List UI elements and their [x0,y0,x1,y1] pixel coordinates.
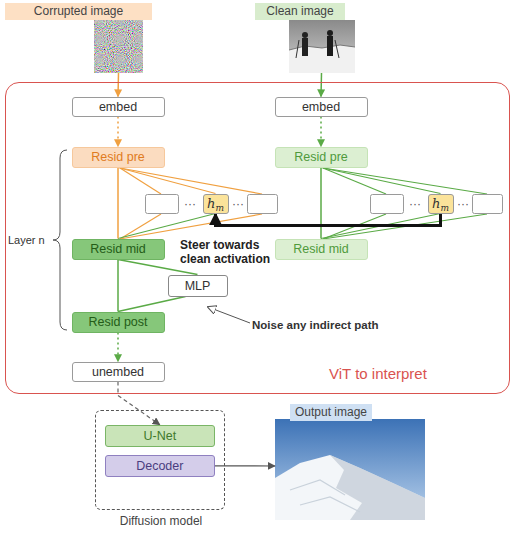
residual-box: Resid mid [72,239,165,260]
connector [118,382,160,425]
box-label: embed [99,100,137,114]
box-label: Resid pre [91,150,145,164]
connector [117,333,119,362]
noise-image [94,20,143,73]
connector [118,168,216,194]
layer-box: unembed [72,362,165,382]
connector [117,73,119,97]
attention-head: hm [203,194,229,214]
connector [117,168,119,239]
residual-box: Resid post [72,312,165,333]
box-label: MLP [185,279,211,293]
box-label: Resid pre [294,150,348,164]
box-label: Resid mid [90,242,146,256]
connector [321,168,441,194]
head-symbol: h [207,197,215,211]
residual-box: Resid pre [72,147,165,168]
module-box: Decoder [105,455,215,477]
image-panel: Output image [275,404,425,520]
clean-photo [289,20,355,73]
connector [320,73,322,97]
image-panel: Corrupted image [5,3,152,73]
residual-box: Resid pre [275,147,368,168]
box-label: embed [302,100,340,114]
residual-box: Resid mid [275,239,368,260]
module-box: U-Net [105,425,215,447]
connector [117,260,119,312]
head-index: m [440,201,449,215]
connector [320,168,322,239]
box-label: Decoder [136,459,183,473]
head-index: m [215,201,224,215]
ellipsis: ··· [230,197,246,211]
layer-box: embed [72,97,165,117]
mlp-box: MLP [168,275,228,297]
ellipsis: ··· [180,197,200,211]
attention-head: hm [428,194,454,214]
ellipsis: ··· [405,197,425,211]
model-frame: Diffusion modelU-NetDecoder [95,410,225,510]
annotation-arrow [208,307,250,323]
box-label: Resid mid [293,242,349,256]
head-boxes [146,195,503,214]
connector [117,117,119,147]
image-caption: Clean image [255,3,345,20]
connector [215,465,275,466]
connector [320,117,322,147]
frame-title: ViT to interpret [329,365,427,382]
connector [216,214,441,226]
box-label: Resid post [88,315,147,329]
frame-title: Diffusion model [96,513,226,530]
layer-box: embed [275,97,368,117]
annotation: Noise any indirect path [252,318,422,332]
connector [118,214,216,239]
head-symbol: h [432,197,440,211]
layer-bracket [53,150,67,330]
connector [118,297,186,312]
box-label: U-Net [143,429,176,443]
image-caption: Corrupted image [5,3,152,20]
image-panel: Clean image [255,3,355,73]
edge-label: Steer towards clean activation [180,238,274,266]
output-photo [275,419,425,520]
head-fan-lines [120,168,487,239]
ellipsis: ··· [455,197,471,211]
image-caption: Output image [290,404,372,421]
layer-label: Layer n [8,233,54,247]
box-label: unembed [92,365,144,379]
